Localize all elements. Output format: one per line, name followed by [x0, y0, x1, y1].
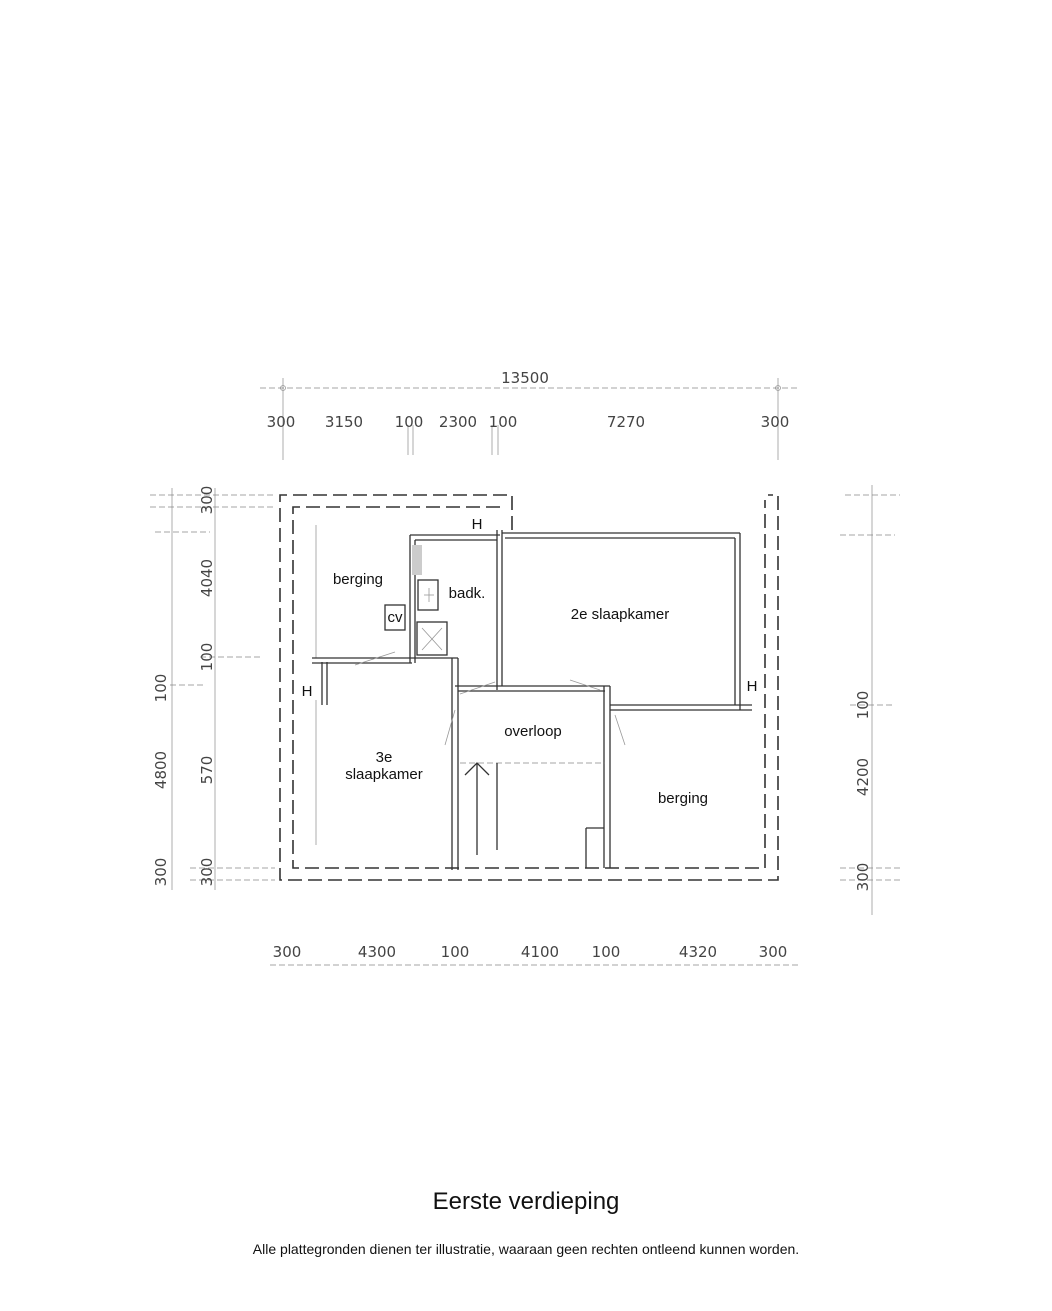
- dimension-label: 300: [152, 858, 170, 887]
- washbasin: [417, 579, 439, 611]
- bottom-dimensions: 300 4300 100 4100 100 4320 300: [273, 943, 788, 961]
- outer-walls: [279, 494, 779, 881]
- dimension-label: 4320: [679, 943, 717, 961]
- dimension-label: 300: [273, 943, 302, 961]
- cv-unit: [384, 604, 406, 631]
- shower: [416, 621, 448, 656]
- dimension-label: 100: [854, 691, 872, 720]
- dimension-label: 300: [761, 413, 790, 431]
- dimension-label: 300: [198, 486, 216, 515]
- dimension-label: 100: [198, 643, 216, 672]
- dimension-label: 100: [395, 413, 424, 431]
- shaft: [412, 545, 422, 575]
- dimension-label: 7270: [607, 413, 645, 431]
- room-label-badkamer: badk.: [449, 585, 486, 602]
- radiator-marker: H: [302, 683, 313, 700]
- radiator-marker: H: [472, 516, 483, 533]
- top-dimensions: 300 3150 100 2300 100 7270 300: [267, 413, 790, 431]
- dimension-label: 100: [592, 943, 621, 961]
- room-label-3e-slaapkamer-line2: slaapkamer: [345, 766, 423, 783]
- dimension-label: 100: [441, 943, 470, 961]
- dimension-label: 100: [152, 674, 170, 703]
- dimension-label: 4300: [358, 943, 396, 961]
- dimension-lines: [150, 378, 900, 966]
- dimension-label: 3150: [325, 413, 363, 431]
- interior-walls: [312, 525, 752, 870]
- room-label-berging-right: berging: [658, 790, 708, 807]
- room-label-2e-slaapkamer: 2e slaapkamer: [571, 606, 669, 623]
- dimension-label: 300: [759, 943, 788, 961]
- floor-title: Eerste verdieping: [432, 1188, 620, 1215]
- dimension-label: 2300: [439, 413, 477, 431]
- dimension-label: 300: [198, 858, 216, 887]
- dimension-label: 4100: [521, 943, 559, 961]
- fixtures: [384, 545, 448, 656]
- right-dimensions: 100 4200 300: [854, 691, 872, 892]
- dimension-label: 570: [198, 756, 216, 785]
- room-label-overloop: overloop: [504, 723, 562, 740]
- stairs: [460, 762, 605, 855]
- dimension-label: 4200: [854, 758, 872, 796]
- dimension-label: 4040: [198, 559, 216, 597]
- dimension-label: 4800: [152, 751, 170, 789]
- disclaimer-text: Alle plattegronden dienen ter illustrati…: [252, 1241, 800, 1257]
- dimension-total-width: 13500: [501, 369, 549, 387]
- room-label-cv: cv: [388, 609, 404, 626]
- room-label-berging: berging: [333, 571, 383, 588]
- left-dimensions: 300 4040 100 570 300 100 4800 300: [152, 486, 216, 887]
- room-label-3e-slaapkamer-line1: 3e: [376, 749, 393, 766]
- dimension-label: 300: [854, 863, 872, 892]
- dimension-label: 100: [489, 413, 518, 431]
- dimension-label: 300: [267, 413, 296, 431]
- radiator-marker: H: [747, 678, 758, 695]
